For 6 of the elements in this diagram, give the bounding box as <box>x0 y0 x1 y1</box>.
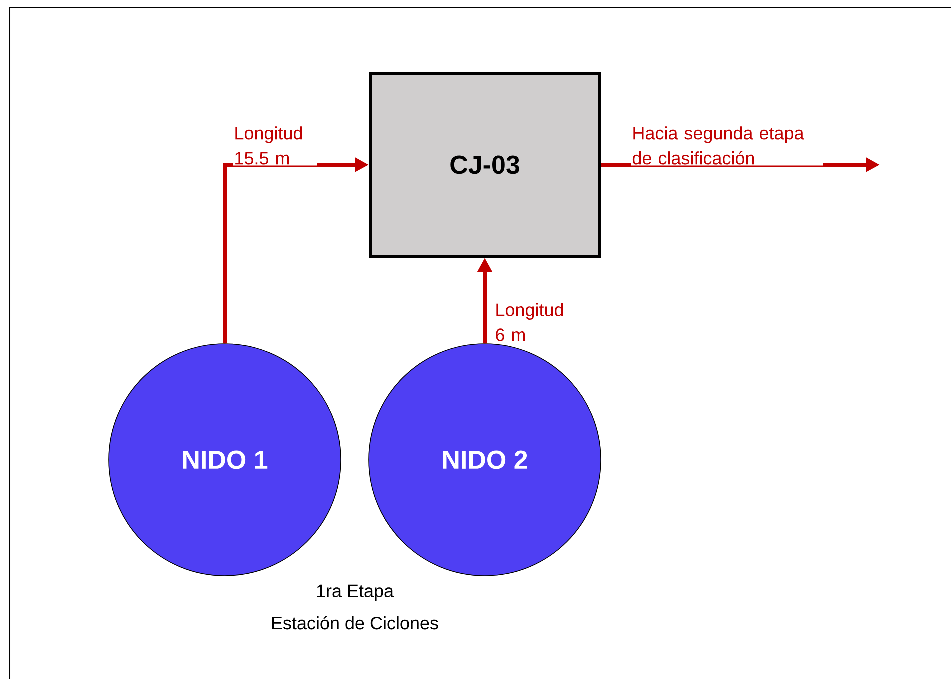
edge-label: Hacia segunda etapa de clasificación <box>631 126 824 166</box>
process-box: CJ-03 <box>369 72 601 258</box>
edge-label: Longitud 15.5 m <box>233 126 318 166</box>
caption-text: Estación de Ciclones <box>272 616 438 630</box>
caption-text: 1ra Etapa <box>317 584 394 602</box>
edge-label: Longitud 6 m <box>494 302 578 342</box>
